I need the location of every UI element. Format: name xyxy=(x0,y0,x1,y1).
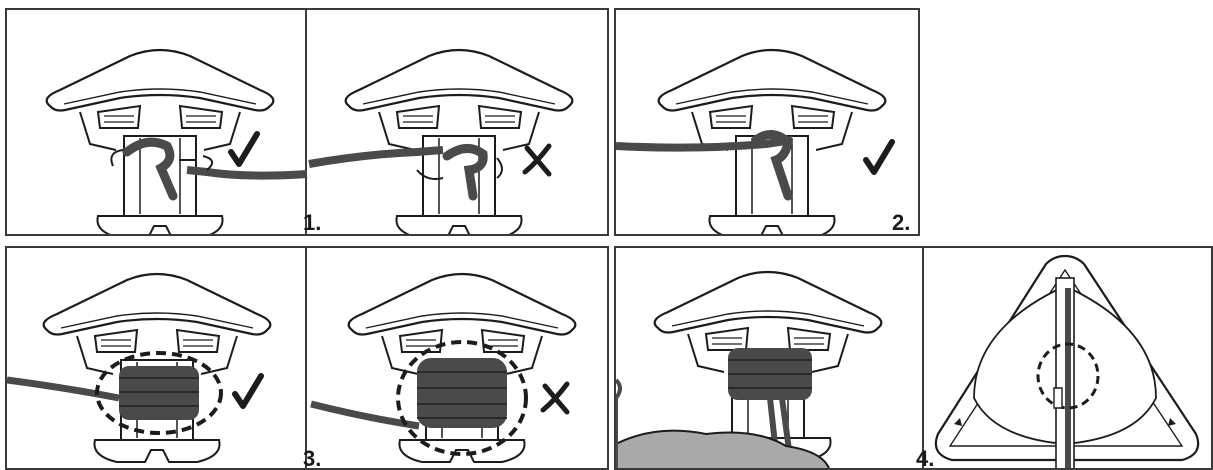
check-mark-icon xyxy=(235,376,261,406)
cross-mark-icon xyxy=(525,146,549,174)
panel-step-3: 3. xyxy=(5,246,609,470)
check-mark-icon xyxy=(231,134,257,164)
panel-step-4: 4. xyxy=(614,246,1213,470)
step-4-illustration xyxy=(616,248,1213,470)
step-number: 1. xyxy=(303,212,321,234)
step-number: 2. xyxy=(892,212,910,234)
step-2-illustration xyxy=(616,10,920,236)
clip-peg-illustration xyxy=(346,50,573,236)
panel-step-2: 2. xyxy=(614,8,920,236)
step-1-illustration xyxy=(7,10,609,236)
step-3-illustration xyxy=(7,248,609,470)
step-number: 3. xyxy=(303,448,321,470)
panel-step-1: 1. xyxy=(5,8,609,236)
cross-mark-icon xyxy=(543,384,567,412)
check-mark-icon xyxy=(866,142,892,172)
step-number: 4. xyxy=(916,448,934,470)
